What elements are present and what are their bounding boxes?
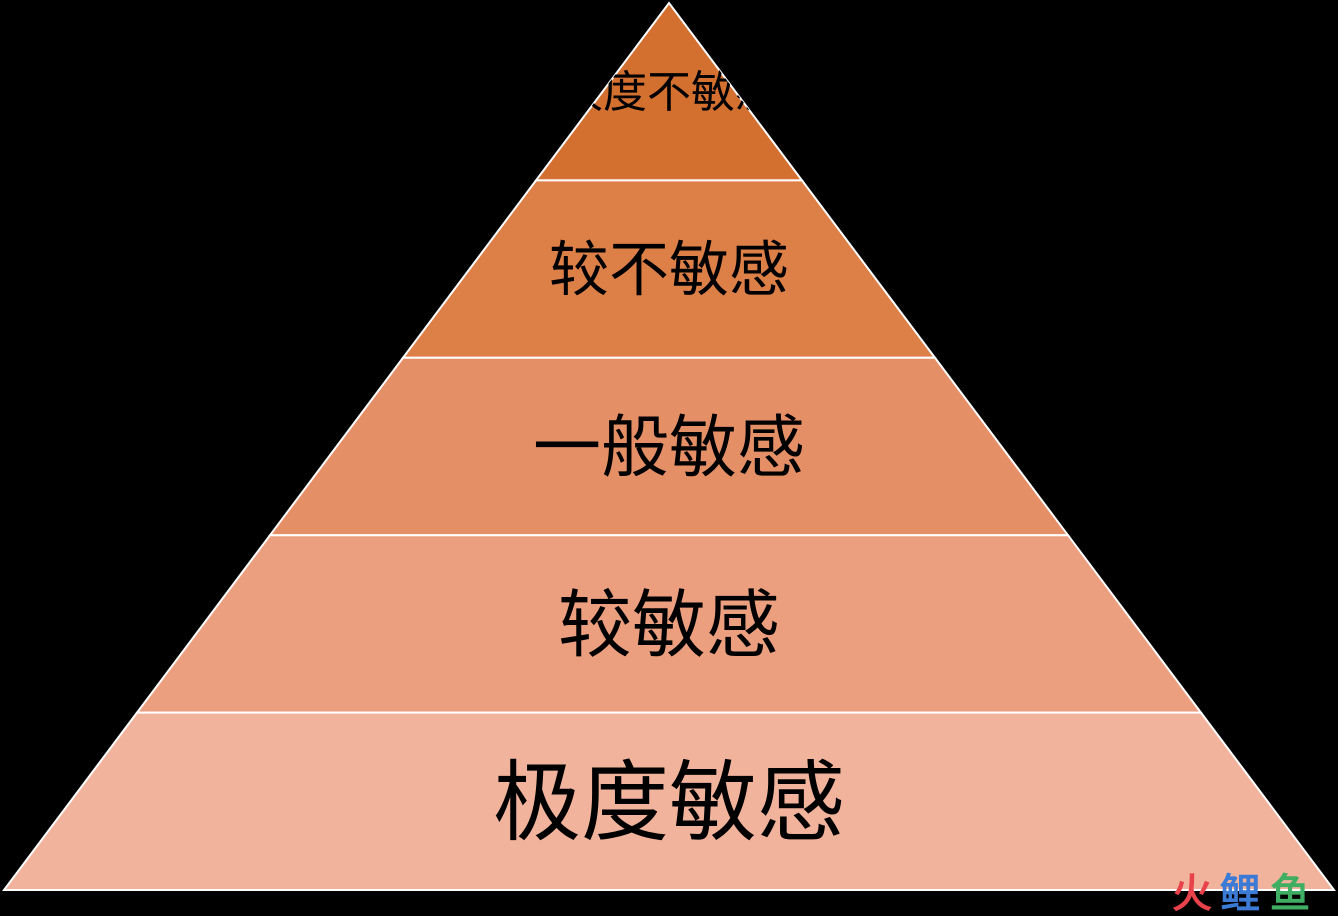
pyramid-label-2: 较不敏感 — [549, 236, 789, 306]
pyramid-label-4: 较敏感 — [558, 583, 780, 669]
pyramid-label-3: 一般敏感 — [533, 409, 805, 488]
pyramid-layers — [2, 1, 1336, 891]
watermark-char-1: 火 — [1172, 871, 1212, 916]
watermark-char-2: 鲤 — [1220, 871, 1260, 916]
watermark-char-3: 鱼 — [1270, 871, 1310, 916]
watermark-logo: 火鲤鱼 — [1172, 871, 1310, 916]
pyramid-label-5: 极度敏感 — [493, 751, 845, 854]
pyramid-layer-5 — [2, 711, 1336, 891]
